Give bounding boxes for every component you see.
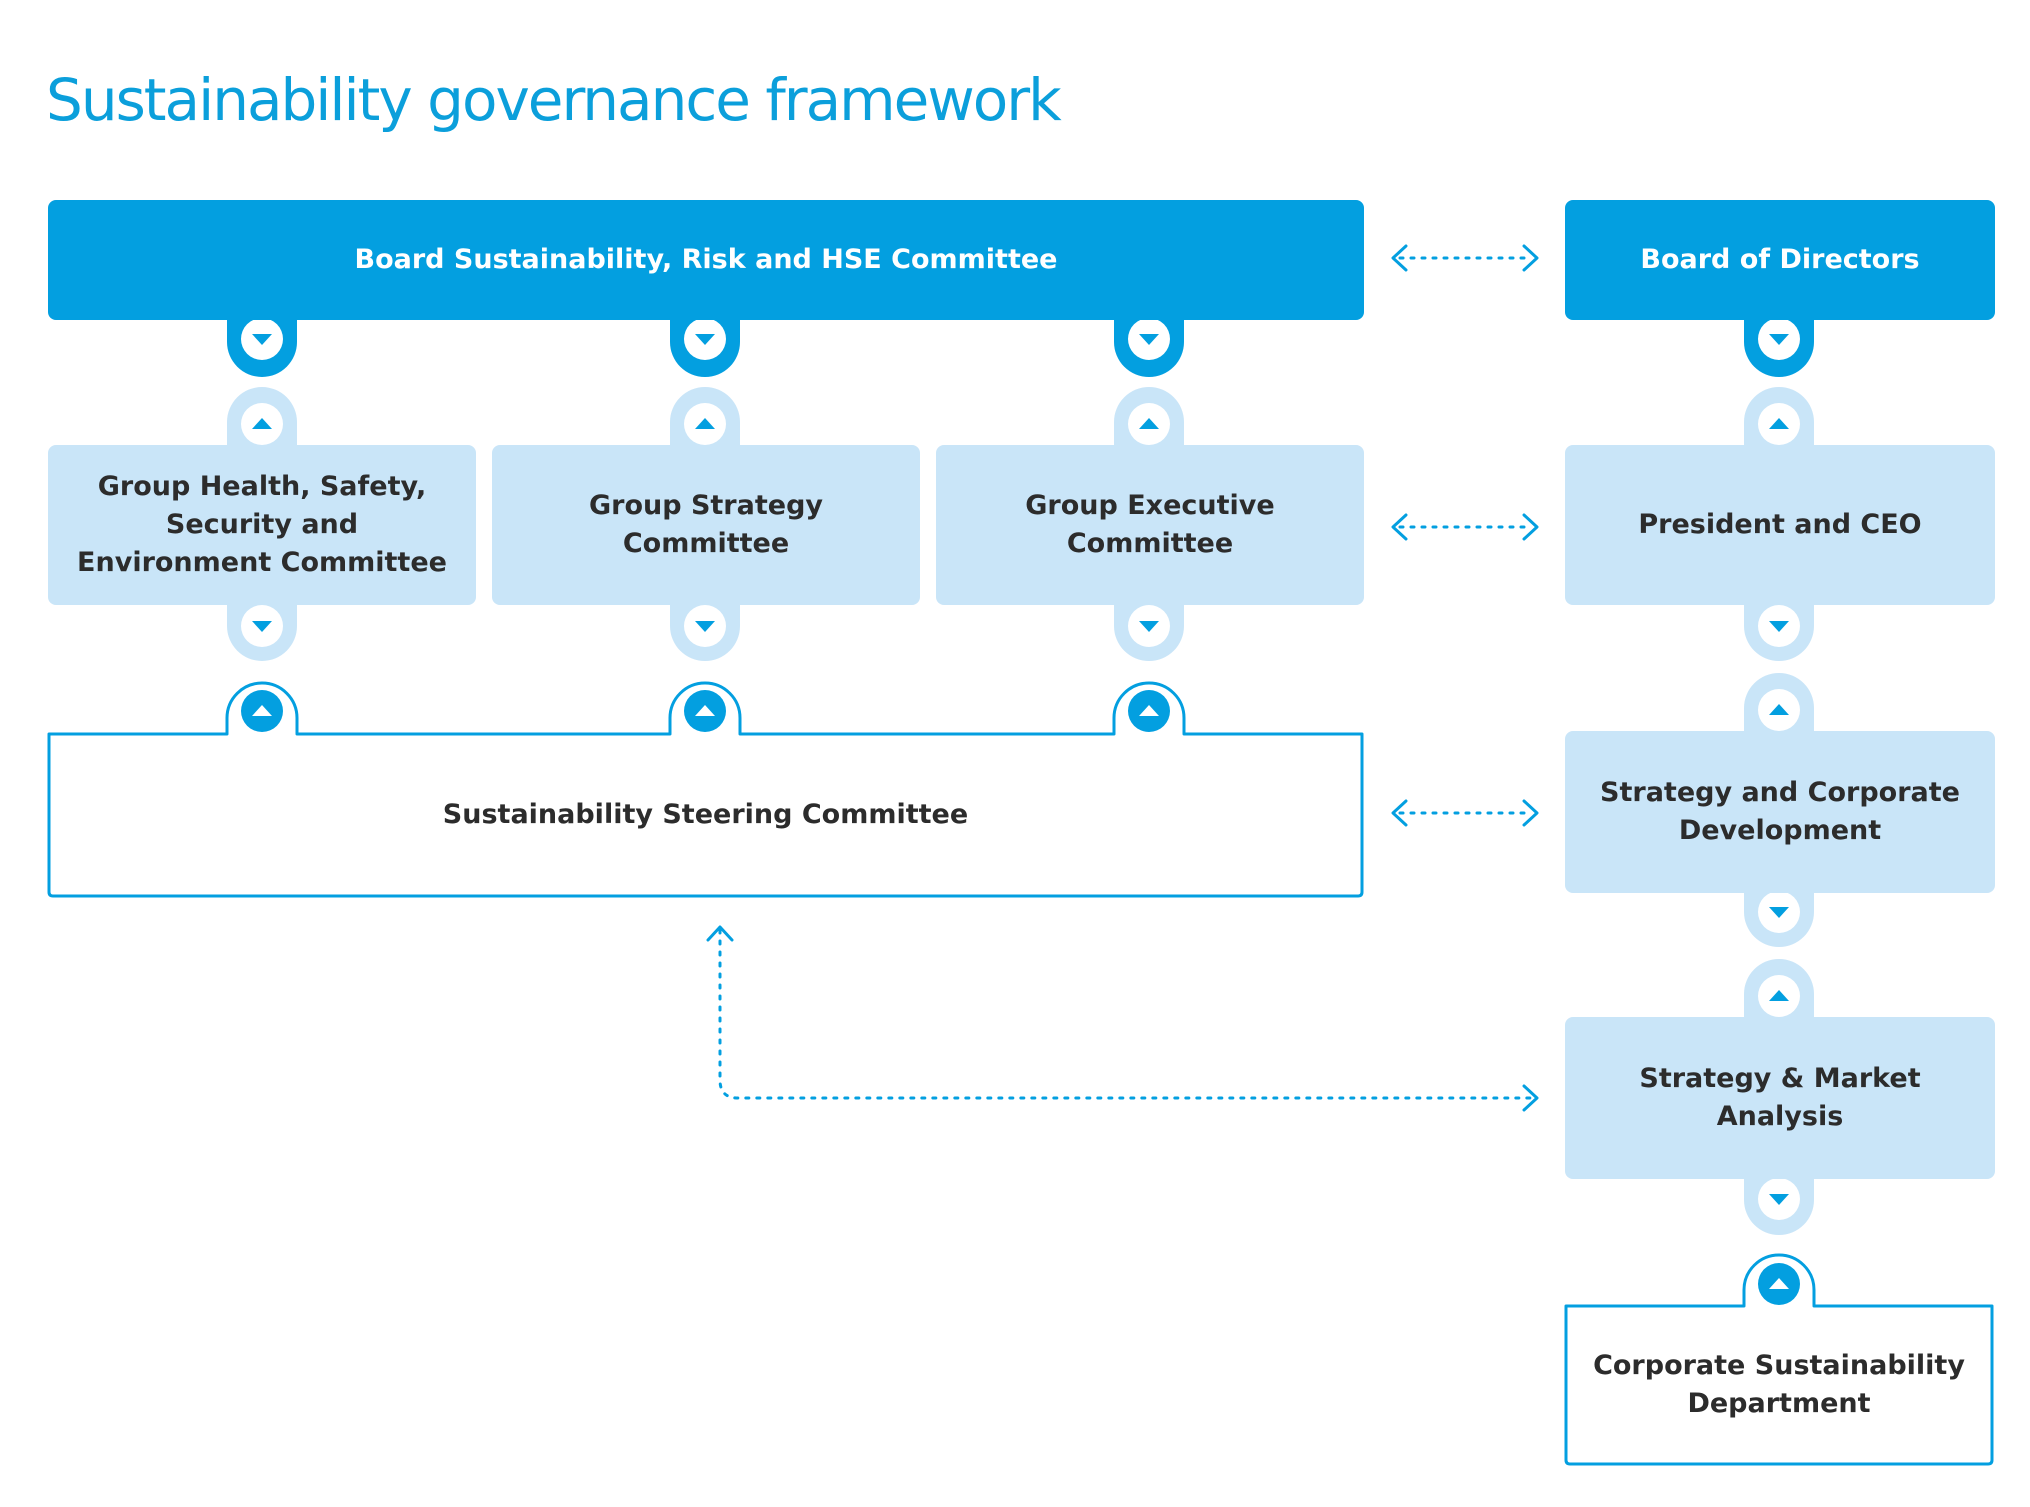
corp-sustainability-outline <box>1564 1253 1994 1466</box>
dotted-double-arrow-icon <box>706 244 1539 1112</box>
president-ceo-box: President and CEO <box>1565 445 1995 605</box>
chevron-up-icon <box>241 690 1170 732</box>
president-ceo-label: President and CEO <box>1638 509 1922 540</box>
strategy-corp-dev-box: Strategy and Corporate Development <box>1565 731 1995 893</box>
steering-committee-box: Sustainability Steering Committee <box>49 734 1362 896</box>
group-strategy-box: Group Strategy Committee <box>492 445 920 605</box>
chevron-up-icon <box>241 403 1800 445</box>
board-of-directors-label: Board of Directors <box>1640 244 1920 275</box>
board-of-directors-box: Board of Directors <box>1565 200 1995 320</box>
chevron-up-icon <box>1758 975 1800 1017</box>
chevron-down-icon <box>1758 891 1800 933</box>
chevron-down-icon <box>241 605 1800 647</box>
dark-connectors <box>227 310 1814 377</box>
steering-committee-outline <box>47 681 1364 898</box>
strategy-corp-dev-label: Strategy and Corporate Development <box>1600 777 1960 846</box>
steering-committee-label: Sustainability Steering Committee <box>442 799 969 830</box>
strategy-market-box: Strategy & Market Analysis <box>1565 1017 1995 1179</box>
group-hsse-label: Group Health, Safety, Security and Envir… <box>77 471 447 578</box>
chevron-down-icon <box>241 318 1800 360</box>
corp-sustainability-label: Corporate Sustainability Department <box>1593 1350 1965 1419</box>
board-committee-box: Board Sustainability, Risk and HSE Commi… <box>48 200 1364 320</box>
corp-sustainability-box: Corporate Sustainability Department <box>1566 1306 1992 1464</box>
group-strategy-label: Group Strategy Committee <box>588 490 823 559</box>
chevron-up-icon <box>1758 689 1800 731</box>
group-executive-box: Group Executive Committee <box>936 445 1364 605</box>
strategy-market-label: Strategy & Market Analysis <box>1639 1063 1921 1132</box>
chevron-down-icon <box>1758 1178 1800 1220</box>
board-committee-label: Board Sustainability, Risk and HSE Commi… <box>354 244 1058 275</box>
group-hsse-box: Group Health, Safety, Security and Envir… <box>48 445 476 605</box>
page-title: Sustainability governance framework <box>46 66 1062 134</box>
connector-circles <box>241 318 1800 1305</box>
chevron-up-icon <box>1758 1263 1800 1305</box>
group-executive-label: Group Executive Committee <box>1025 490 1275 559</box>
